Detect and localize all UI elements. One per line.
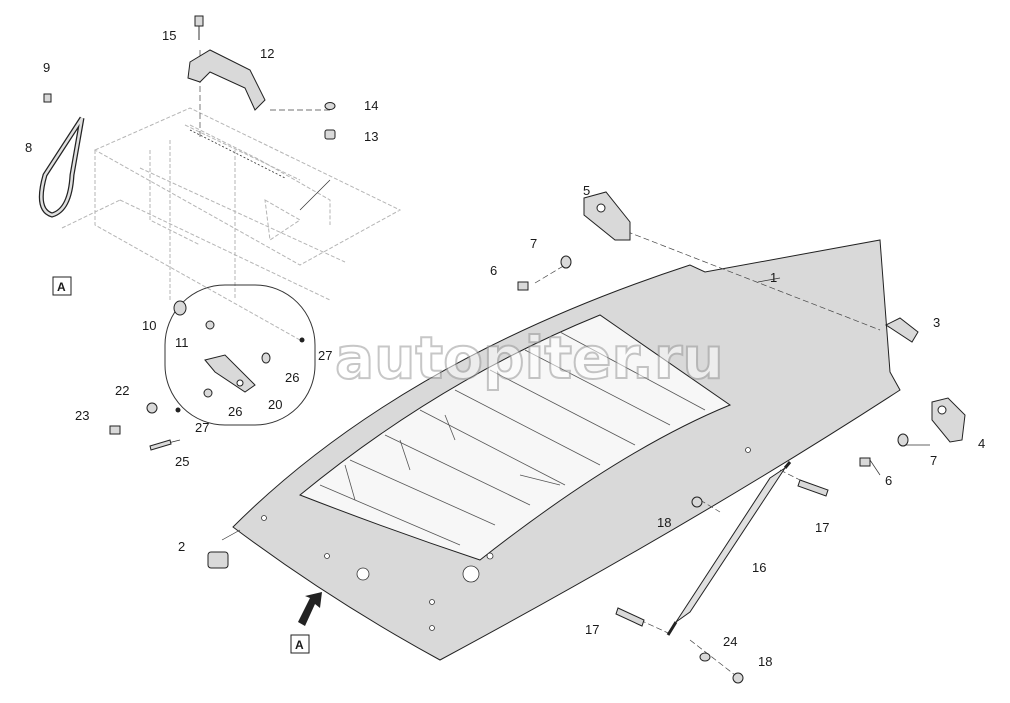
callout-26-lower: 26 — [228, 404, 242, 419]
detail-circle — [164, 284, 316, 426]
callout-3: 3 — [933, 315, 940, 330]
latch-3 — [884, 317, 919, 343]
callout-14: 14 — [364, 98, 378, 113]
bolt-17a — [797, 479, 829, 497]
hinge-bracket-20 — [204, 354, 256, 393]
screw-25 — [149, 439, 172, 451]
nut-27b — [175, 407, 181, 413]
callout-9: 9 — [43, 60, 50, 75]
hood-panel — [232, 239, 901, 661]
view-arrow-icon — [298, 592, 322, 626]
gas-strut-16 — [666, 461, 792, 636]
callout-7-upper: 7 — [530, 236, 537, 251]
screw-9 — [43, 93, 52, 103]
callout-17-lower: 17 — [585, 622, 599, 637]
washer-22 — [146, 402, 158, 414]
callout-23: 23 — [75, 408, 89, 423]
view-marker-label-lower: A — [295, 638, 304, 652]
bolt-6b — [859, 457, 871, 467]
panel-holes — [261, 447, 751, 631]
callout-5: 5 — [583, 183, 590, 198]
handle-12 — [187, 49, 266, 111]
hinge-4 — [931, 397, 966, 443]
callout-27-right: 27 — [318, 348, 332, 363]
leader-lines — [159, 50, 930, 676]
callout-11: 11 — [175, 335, 189, 350]
nut-27a — [299, 337, 305, 343]
callout-27-lower: 27 — [195, 420, 209, 435]
strap-8 — [38, 116, 85, 218]
nut-11 — [205, 320, 215, 330]
callout-25: 25 — [175, 454, 189, 469]
washer-26a — [261, 352, 271, 364]
callout-10: 10 — [142, 318, 156, 333]
view-marker-box-lower: A — [290, 634, 310, 654]
callout-4: 4 — [978, 436, 985, 451]
nut-13 — [324, 129, 336, 140]
washer-24 — [699, 652, 711, 662]
nut-18b — [732, 672, 744, 684]
view-marker-box: A — [52, 276, 72, 296]
screw-23 — [109, 425, 121, 435]
callout-13: 13 — [364, 129, 378, 144]
callout-labels: 1 2 3 4 5 6 6 7 7 8 9 10 11 12 13 14 15 … — [25, 28, 985, 669]
callout-26-right: 26 — [285, 370, 299, 385]
frame-ghost — [61, 107, 402, 341]
callout-2: 2 — [178, 539, 185, 554]
nut-18a — [691, 496, 703, 508]
louvre-slats — [319, 331, 706, 546]
view-marker-label: A — [57, 280, 66, 294]
callout-18-upper: 18 — [657, 515, 671, 530]
bolt-17b — [615, 607, 645, 627]
washer-7a — [560, 255, 572, 269]
washer-7b — [897, 433, 909, 447]
hinge-5 — [583, 191, 631, 241]
callout-15: 15 — [162, 28, 176, 43]
callout-22: 22 — [115, 383, 129, 398]
callout-6-upper: 6 — [490, 263, 497, 278]
callout-8: 8 — [25, 140, 32, 155]
callout-6-lower: 6 — [885, 473, 892, 488]
callout-12: 12 — [260, 46, 274, 61]
callout-16: 16 — [752, 560, 766, 575]
callout-7-lower: 7 — [930, 453, 937, 468]
nut-14 — [324, 102, 336, 110]
callout-1: 1 — [770, 270, 777, 285]
callout-24: 24 — [723, 634, 737, 649]
callout-20: 20 — [268, 397, 282, 412]
washer-26b — [203, 388, 213, 398]
washer-10 — [173, 300, 187, 316]
bushing-2 — [207, 551, 229, 569]
bolt-15 — [194, 15, 204, 40]
bolt-6a — [517, 281, 529, 291]
callout-18-lower: 18 — [758, 654, 772, 669]
watermark-text: autopiter.ru — [335, 324, 724, 392]
callout-17-upper: 17 — [815, 520, 829, 535]
